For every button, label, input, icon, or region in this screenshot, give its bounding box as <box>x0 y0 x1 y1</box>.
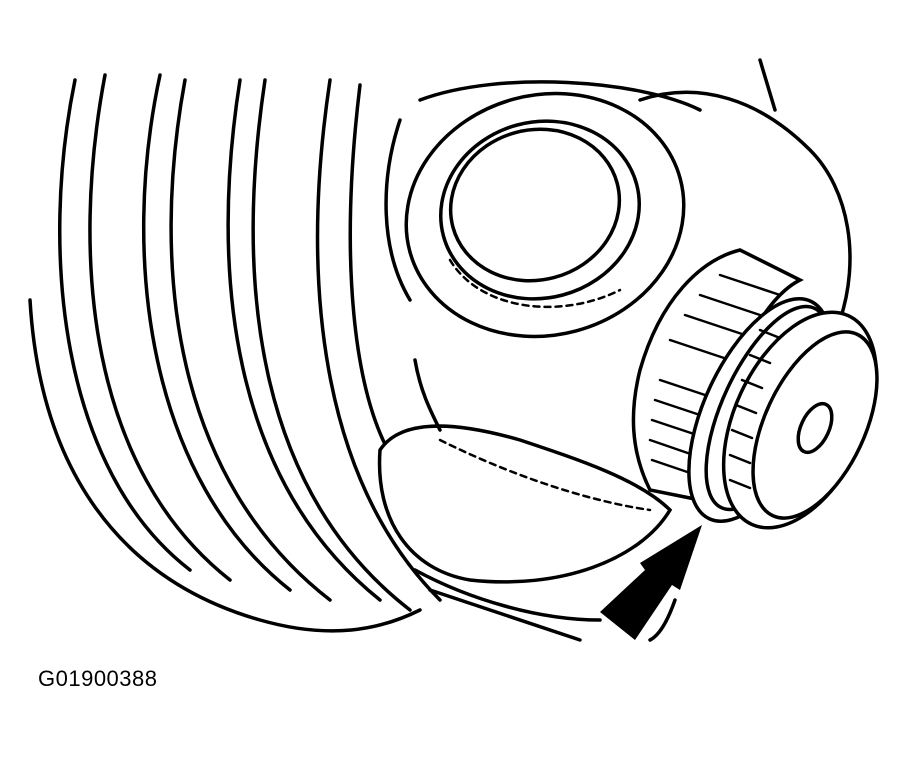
indicator-arrow <box>600 525 702 642</box>
trunnion-bottom <box>377 358 673 642</box>
boot-folds <box>28 73 442 633</box>
shaft-end <box>721 310 879 530</box>
joint-housing <box>384 58 852 322</box>
trunnion-top <box>404 91 686 339</box>
figure-id-label: G01900388 <box>38 666 158 691</box>
